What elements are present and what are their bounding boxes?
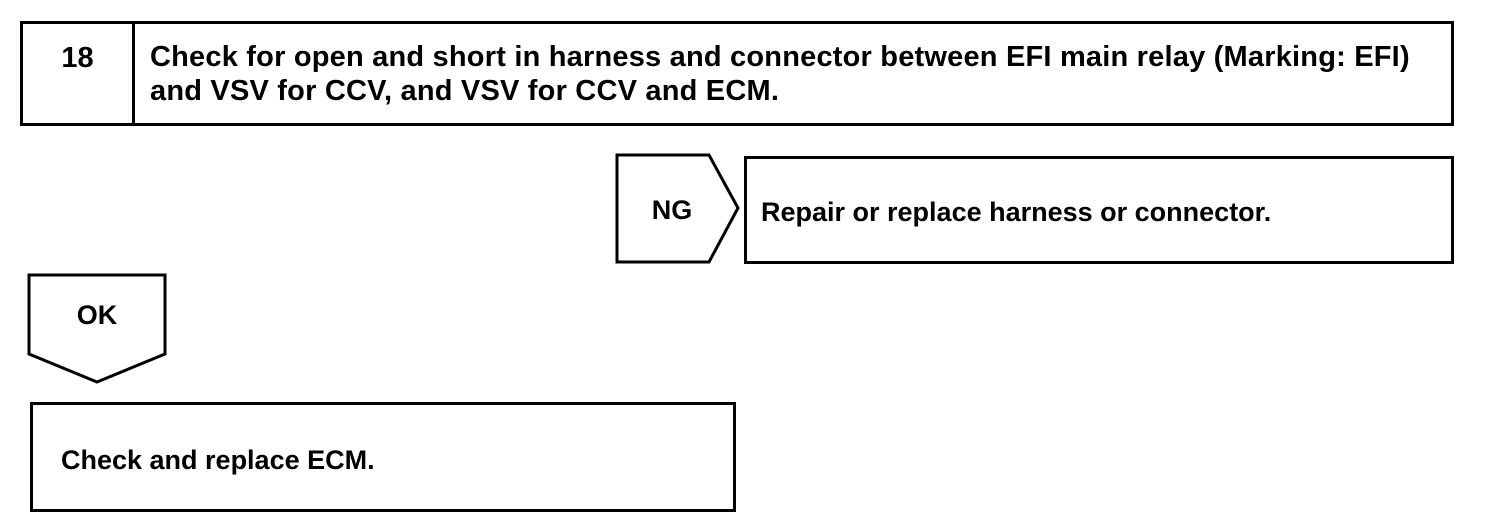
ng-label: NG (651, 195, 693, 225)
ng-result-box: Repair or replace harness or connector. (744, 156, 1454, 264)
ok-arrow-icon (27, 273, 167, 384)
step-box: 18 Check for open and short in harness a… (20, 21, 1454, 126)
ng-arrow-icon (615, 153, 740, 264)
ok-result-box: Check and replace ECM. (30, 402, 736, 512)
step-number: 18 (23, 24, 135, 123)
ok-label: OK (76, 300, 118, 330)
ng-result-text: Repair or replace harness or connector. (761, 197, 1272, 227)
step-description: Check for open and short in harness and … (150, 41, 1410, 107)
ok-result-text: Check and replace ECM. (61, 445, 375, 475)
